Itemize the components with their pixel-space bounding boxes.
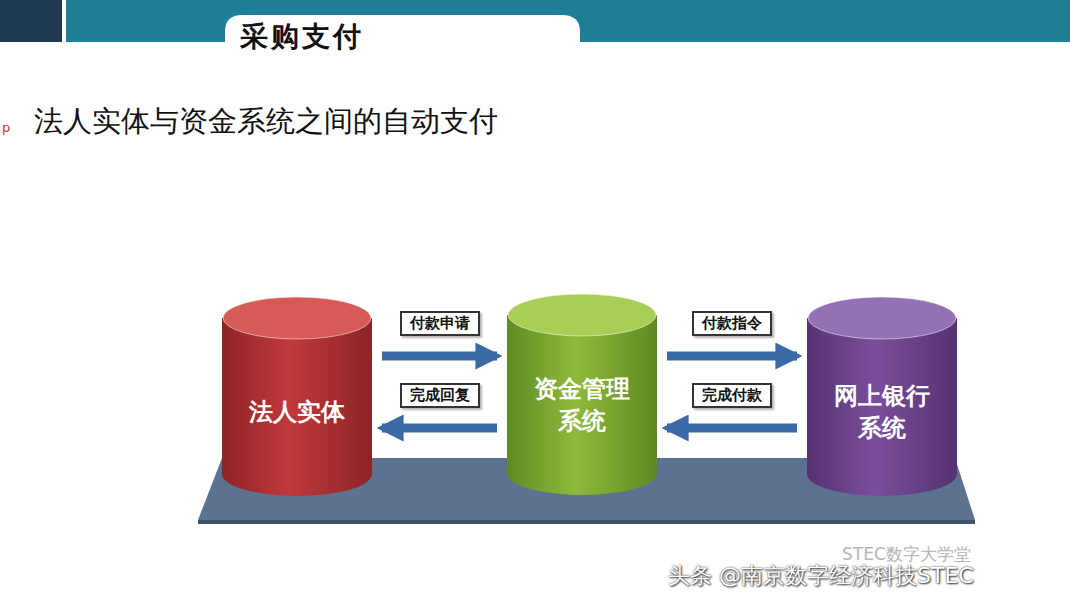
cylinder-node: 资金管理 系统 xyxy=(507,293,657,495)
cylinder-shape xyxy=(222,296,372,496)
edge-label: 完成回复 xyxy=(400,383,480,408)
cylinder-node: 法人实体 xyxy=(222,296,372,496)
block-arrow xyxy=(667,352,797,361)
cylinder-top xyxy=(808,297,956,339)
slide-title: 采购支付 xyxy=(240,20,364,54)
title-tab xyxy=(225,15,580,55)
cylinder-node: 网上银行 系统 xyxy=(807,296,957,496)
cylinder-top xyxy=(508,294,656,336)
platform-edge xyxy=(198,520,975,524)
cylinder-body xyxy=(507,315,657,495)
edge-label: 付款指令 xyxy=(692,311,772,336)
bullet-text: 法人实体与资金系统之间的自动支付 xyxy=(2,102,507,140)
cylinder-body xyxy=(222,318,372,496)
edge-label: 完成付款 xyxy=(692,383,772,408)
cylinder-body xyxy=(807,318,957,496)
watermark: STEC数字大学堂 xyxy=(842,543,971,566)
watermark: 头条 @南京数字经济科技STEC xyxy=(668,561,974,591)
header-block xyxy=(0,0,62,42)
block-arrow xyxy=(382,424,497,433)
edge-label: 付款申请 xyxy=(400,311,480,336)
node-label: 法人实体 xyxy=(222,396,372,428)
block-arrow xyxy=(667,424,797,433)
node-label: 网上银行 系统 xyxy=(807,380,957,444)
cylinder-top xyxy=(223,297,371,339)
node-label: 资金管理 系统 xyxy=(507,373,657,437)
bullet-mark: p xyxy=(2,120,10,135)
block-arrow xyxy=(382,352,497,361)
header-divider xyxy=(62,0,66,42)
